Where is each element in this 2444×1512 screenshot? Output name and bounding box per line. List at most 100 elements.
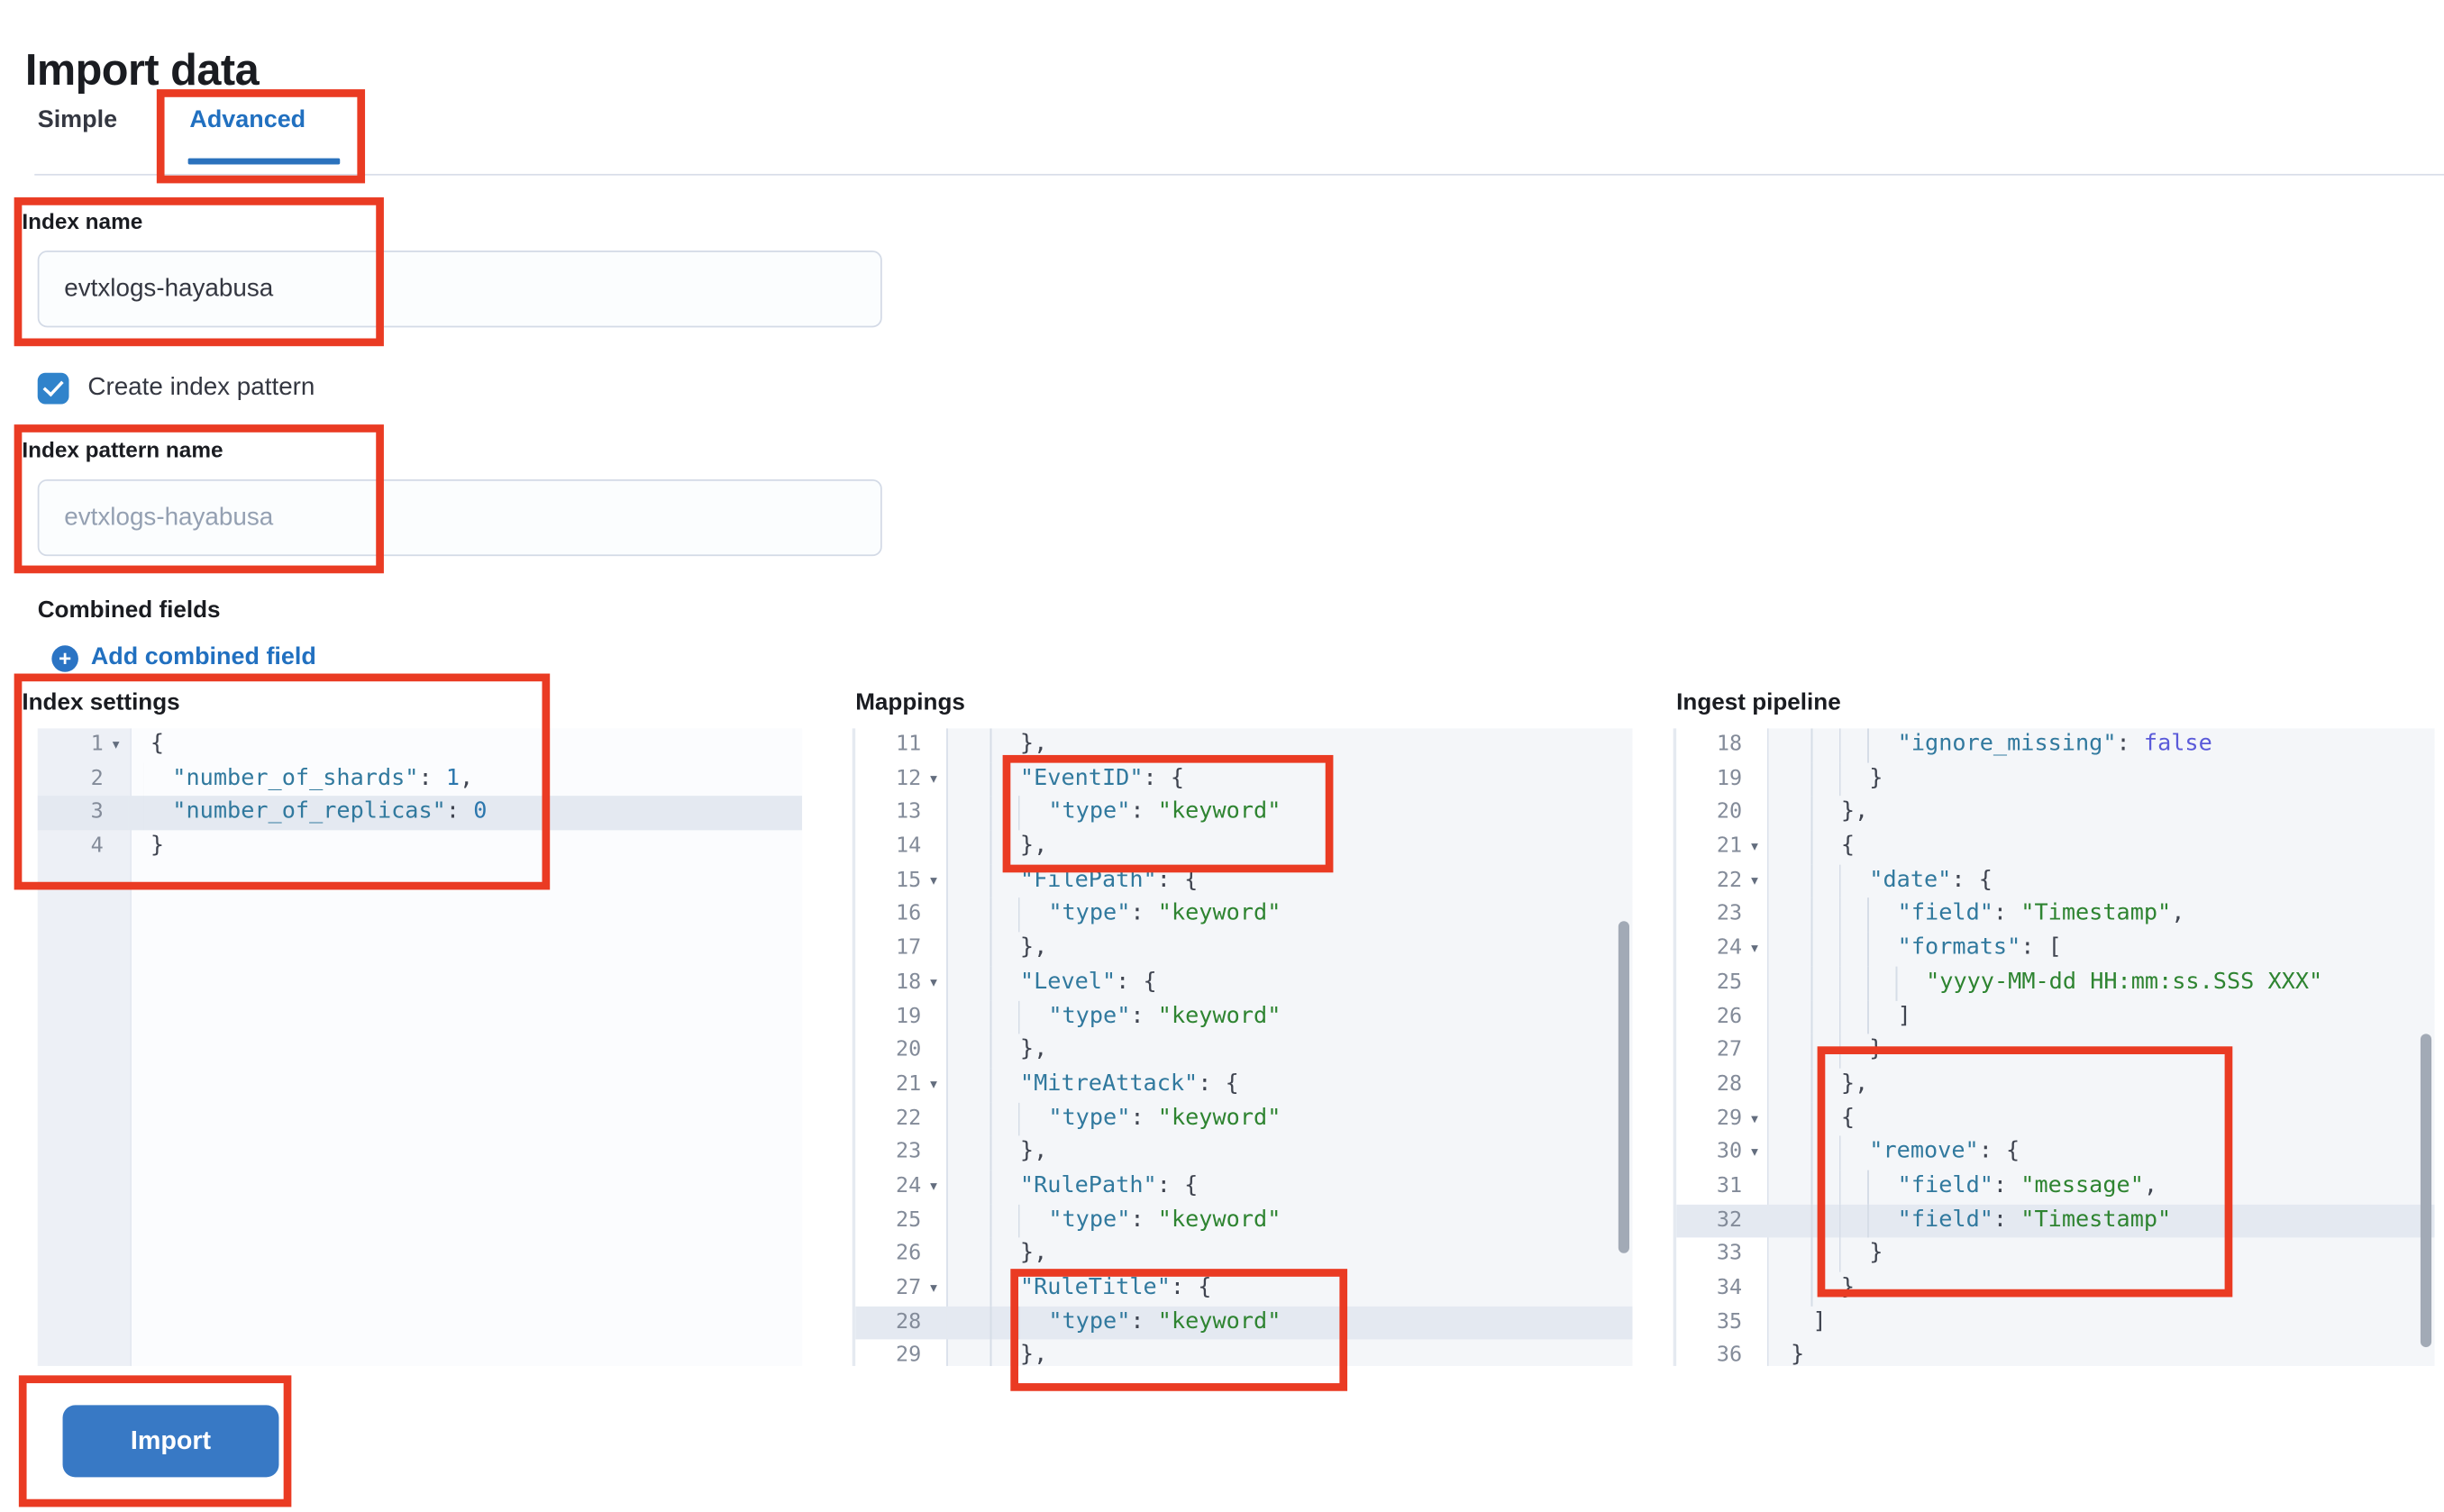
mappings-scrollbar[interactable]: [1618, 921, 1630, 1253]
index-pattern-name-input[interactable]: [37, 478, 882, 557]
line-number-gutter: 12▾: [855, 762, 946, 797]
code-line[interactable]: 11},: [855, 728, 1632, 763]
code-line[interactable]: 32"field": "Timestamp": [1676, 1204, 2435, 1238]
code-line[interactable]: 28"type": "keyword": [855, 1306, 1633, 1341]
code-line[interactable]: 20},: [1676, 796, 2435, 831]
line-number-gutter: 35: [1716, 1308, 1743, 1334]
code-line-text: },: [946, 1135, 1632, 1170]
tab-advanced[interactable]: Advanced: [189, 106, 306, 133]
line-number-gutter: 18: [1716, 731, 1743, 757]
code-line[interactable]: 18 "ignore_missing": false: [1676, 728, 2435, 763]
index-name-input[interactable]: [37, 250, 882, 328]
line-number-gutter: 26: [1716, 1003, 1743, 1029]
code-line-text: ]: [1767, 1306, 2435, 1341]
code-line[interactable]: 18▾"Level": {: [855, 966, 1632, 1001]
code-line[interactable]: 29▾{: [1676, 1102, 2434, 1136]
fold-arrow-icon: ▾: [1751, 838, 1759, 854]
code-line-text: },: [946, 932, 1632, 967]
line-number-gutter: 27▾: [855, 1272, 946, 1307]
code-line[interactable]: 20},: [855, 1034, 1632, 1069]
code-line[interactable]: 34}: [1676, 1271, 2435, 1307]
mappings-editor[interactable]: 11},12▾"EventID": {13"type": "keyword"14…: [852, 728, 1633, 1366]
code-line[interactable]: 29},: [855, 1340, 1632, 1366]
code-line-text: "RuleTitle": {: [946, 1271, 1632, 1307]
code-line[interactable]: 3"number_of_replicas": 0: [37, 796, 803, 831]
code-line[interactable]: 15▾"FilePath": {: [855, 864, 1632, 898]
line-number-gutter: 36: [1716, 1343, 1743, 1366]
code-line[interactable]: 12▾"EventID": {: [855, 762, 1632, 797]
checkbox-checked-icon[interactable]: [37, 372, 69, 405]
code-line[interactable]: 25"type": "keyword": [855, 1204, 1632, 1238]
line-number-gutter: 23: [895, 1139, 922, 1165]
code-line-text: }: [1767, 1237, 2435, 1272]
code-line-text: },: [1767, 796, 2435, 831]
code-line[interactable]: 33}: [1676, 1237, 2435, 1272]
line-number-gutter: 31: [1716, 1172, 1743, 1198]
code-line[interactable]: 27▾"RuleTitle": {: [855, 1271, 1632, 1307]
line-number-gutter: 29: [895, 1343, 922, 1366]
code-line-text: "number_of_replicas": 0: [128, 796, 803, 831]
code-line[interactable]: 23"field": "Timestamp",: [1676, 897, 2434, 933]
code-line[interactable]: 27}: [1676, 1034, 2434, 1069]
code-line-text: "ignore_missing": false: [1767, 728, 2435, 763]
code-line[interactable]: 14},: [855, 830, 1632, 865]
code-line[interactable]: 35]: [1676, 1306, 2435, 1341]
ingest-pipeline-scrollbar[interactable]: [2420, 1034, 2432, 1348]
line-number-gutter: 21▾: [855, 1068, 946, 1102]
mappings-label: Mappings: [855, 688, 965, 716]
active-tab-underline: [187, 158, 341, 165]
line-number-gutter: 17: [895, 935, 922, 961]
line-number-gutter: 34: [1716, 1275, 1743, 1300]
code-line[interactable]: 19 "type": "keyword": [855, 1000, 1632, 1034]
add-combined-field-link[interactable]: + Add combined field: [51, 644, 316, 672]
code-line[interactable]: 30▾"remove": {: [1676, 1135, 2435, 1170]
code-line[interactable]: 26},: [855, 1237, 1632, 1272]
annotation-box-advanced-tab: [156, 89, 366, 184]
fold-arrow-icon: ▾: [112, 736, 120, 752]
create-index-pattern-checkbox-row[interactable]: Create index pattern: [37, 372, 315, 405]
code-line[interactable]: 25"yyyy-MM-dd HH:mm:ss.SSS XXX": [1676, 966, 2435, 1001]
fold-arrow-icon: ▾: [930, 770, 938, 787]
code-line[interactable]: 22"type": "keyword": [855, 1102, 1632, 1136]
line-number-gutter: 22▾: [1676, 864, 1767, 898]
code-line[interactable]: 28},: [1676, 1068, 2434, 1103]
import-button[interactable]: Import: [62, 1405, 279, 1478]
code-line[interactable]: 26]: [1676, 1000, 2434, 1034]
line-number-gutter: 15▾: [855, 864, 946, 898]
code-line-text: }: [1767, 1271, 2435, 1307]
line-number-gutter: 19: [895, 1003, 922, 1029]
fold-arrow-icon: ▾: [930, 1076, 938, 1092]
code-line-text: "type": "keyword": [946, 1000, 1632, 1034]
checkmark-icon: [42, 375, 64, 397]
line-number-gutter: 33: [1716, 1241, 1743, 1267]
tab-simple[interactable]: Simple: [37, 106, 118, 133]
code-line[interactable]: 2"number_of_shards": 1,: [38, 762, 802, 797]
code-line[interactable]: 21▾{: [1676, 830, 2434, 865]
code-line[interactable]: 24▾"RulePath": {: [855, 1170, 1632, 1205]
fold-arrow-icon: ▾: [1751, 1109, 1759, 1126]
code-line[interactable]: 1▾{: [38, 728, 802, 762]
code-line[interactable]: 22▾"date": {: [1676, 864, 2434, 898]
line-number-gutter: 11: [895, 731, 922, 757]
line-number-gutter: 25: [895, 1207, 922, 1233]
code-line-text: "yyyy-MM-dd HH:mm:ss.SSS XXX": [1767, 966, 2435, 1001]
code-line[interactable]: 4}: [38, 830, 802, 864]
code-line-text: {: [150, 731, 165, 757]
code-line[interactable]: 36}: [1676, 1340, 2434, 1366]
index-settings-editor[interactable]: 1▾{2"number_of_shards": 1,3"number_of_re…: [37, 728, 803, 1366]
code-line[interactable]: 19}: [1676, 762, 2434, 797]
code-line[interactable]: 23},: [855, 1135, 1632, 1170]
code-line[interactable]: 21▾"MitreAttack": {: [855, 1068, 1632, 1103]
code-line[interactable]: 13"type": "keyword": [855, 796, 1632, 831]
line-number-gutter: 22: [895, 1105, 922, 1131]
code-line-text: "field": "Timestamp": [1766, 1204, 2435, 1238]
code-line-text: "remove": {: [1767, 1135, 2435, 1170]
fold-arrow-icon: ▾: [1751, 871, 1759, 888]
code-line[interactable]: 16"type": "keyword": [855, 897, 1632, 933]
code-line[interactable]: 31"field": "message",: [1676, 1170, 2434, 1205]
code-line[interactable]: 17},: [855, 932, 1632, 967]
code-line[interactable]: 24▾"formats": [: [1676, 932, 2434, 967]
index-name-label: Index name: [22, 208, 143, 234]
